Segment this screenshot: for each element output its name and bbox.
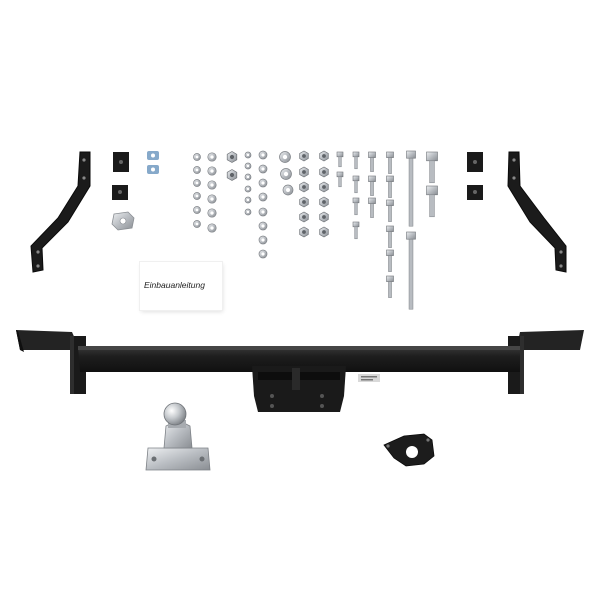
bolt	[368, 197, 376, 204]
bolt	[426, 185, 438, 196]
bolt	[352, 175, 360, 182]
bolt	[426, 151, 438, 162]
bolt	[386, 175, 394, 182]
blue-washers	[147, 151, 159, 174]
manual-title: Einbauanleitung	[144, 280, 205, 290]
bolt	[386, 249, 394, 256]
spacer-plates	[112, 152, 483, 200]
installation-manual: Einbauanleitung	[140, 262, 222, 310]
bolt	[386, 151, 394, 158]
bolt	[386, 199, 394, 206]
bolt	[406, 150, 416, 159]
bolt	[406, 231, 416, 240]
bolt	[352, 151, 360, 158]
bolt	[352, 221, 360, 228]
socket-plate	[383, 433, 435, 467]
bolt	[386, 275, 394, 282]
zinc-plate	[111, 211, 135, 231]
bolt	[386, 225, 394, 232]
bolt	[336, 171, 344, 178]
bolt	[368, 151, 376, 158]
fastener-set	[193, 150, 438, 310]
bolt	[368, 175, 376, 182]
right-side-bracket	[507, 151, 567, 273]
tow-ball	[145, 402, 211, 471]
bolt	[352, 197, 360, 204]
left-side-bracket	[30, 151, 91, 273]
bolt	[336, 151, 344, 158]
crossbar	[16, 330, 584, 412]
